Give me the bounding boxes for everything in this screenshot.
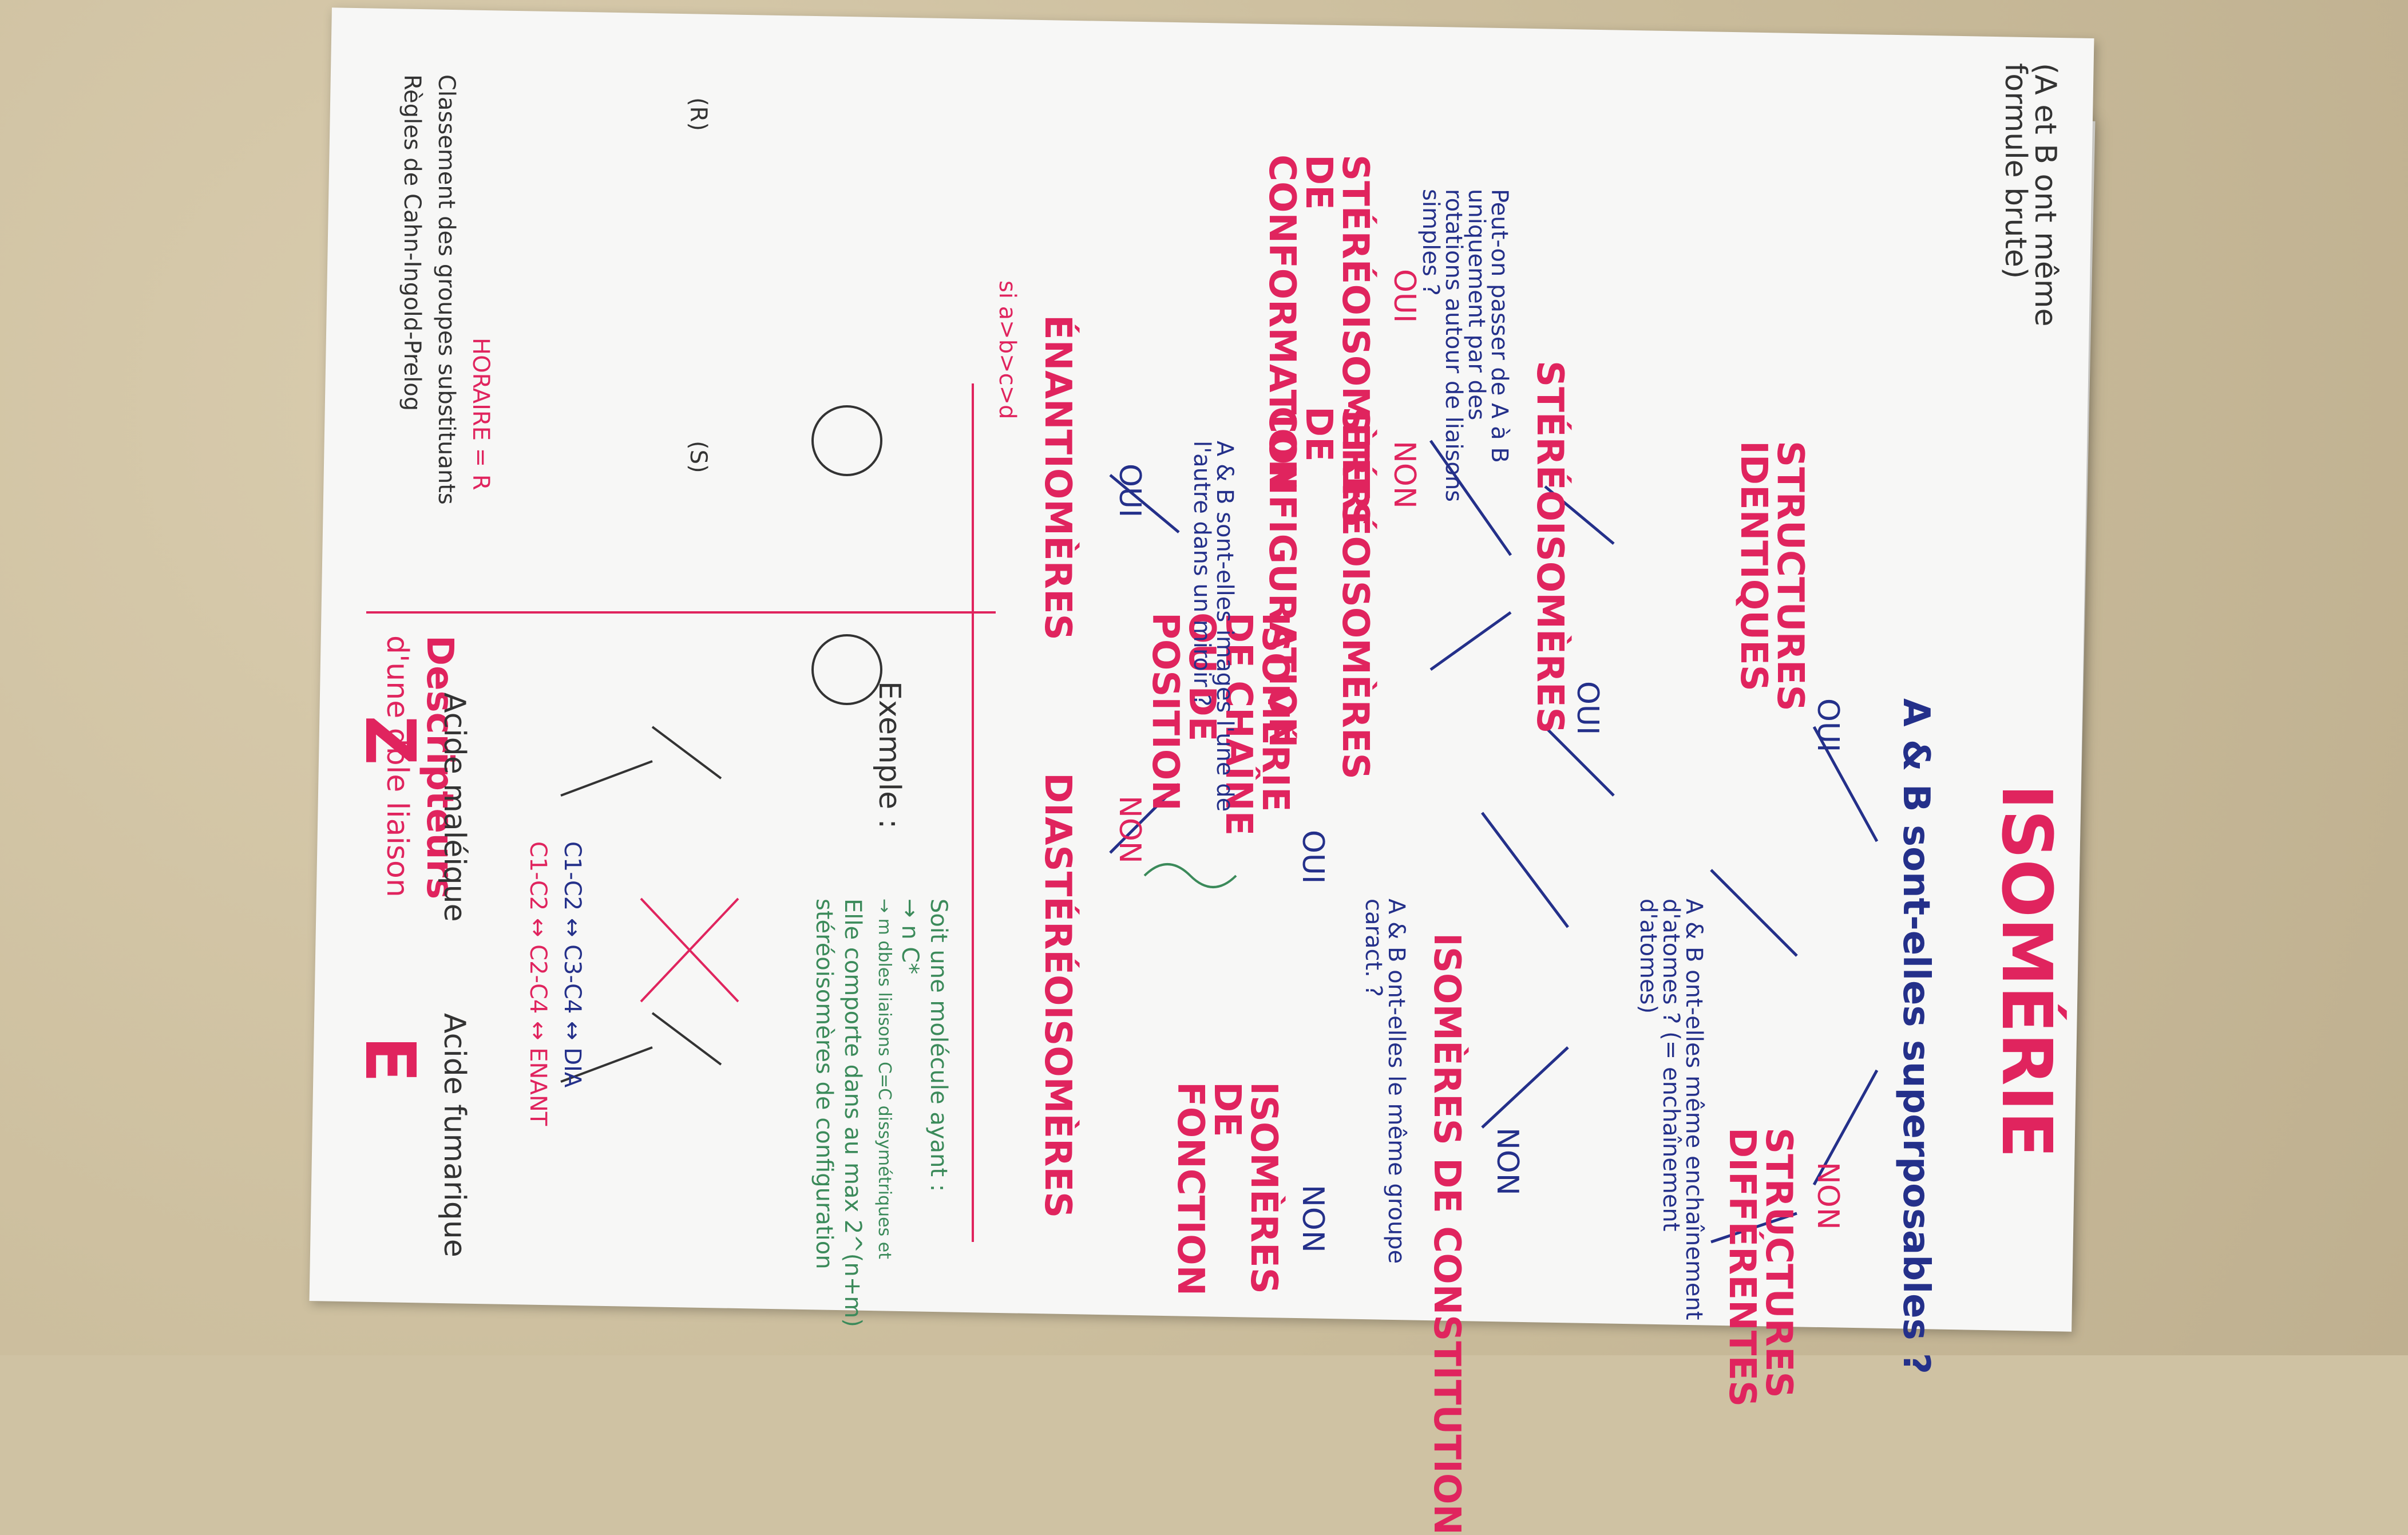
classement-note: Classement des groupes substituants [433, 74, 460, 505]
stereo-conformation: STÉRÉOISOMÈRES DE CONFORMATION [1261, 155, 1376, 528]
oui-label-3: OUI [1296, 830, 1330, 884]
enantiomeres-heading: ÉNANTIOMÈRES [1036, 315, 1079, 640]
regles-cip-note: Règles de Cahn-Ingold-Prelog [399, 74, 425, 412]
acide-maleique: Acide maléique [437, 693, 472, 922]
r-descriptor: (R) [685, 97, 711, 132]
diastereoisomeres-heading: DIASTÉRÉOISOMÈRES [1036, 773, 1079, 1218]
stereo-configuration: STÉRÉOISOMÈRES DE CONFIGURATION [1261, 406, 1376, 780]
z-descriptor: Z [350, 715, 429, 766]
green-note-2: → n C* [897, 899, 923, 975]
question-superposables: A & B sont-elles superposables ? [1895, 698, 1937, 1374]
question-miroir: A & B sont-elles images l'une de l'autre… [1189, 441, 1238, 812]
green-note-1: Soit une molécule ayant : [925, 899, 952, 1192]
example-pairs-1: C1-C2 ↔ C3-C4 ↔ DIA [559, 841, 585, 1088]
oui-label-1: OUI [1811, 698, 1845, 753]
oui-label-2: OUI [1570, 681, 1605, 735]
non-label-5: NON [1112, 796, 1147, 864]
green-note-4: Elle comporte dans au max 2^(n+m) [839, 899, 866, 1327]
example-pairs-2: C1-C2 ↔ C2-C4 ↔ ENANT [525, 841, 551, 1126]
structures-identiques: STRUCTURES IDENTIQUES [1732, 441, 1811, 711]
poster-title: ISOMÉRIE [1986, 784, 2066, 1158]
green-note-5: stéréoisomères de configuration [811, 899, 837, 1269]
green-note-3: → m dbles liaisons C=C dissymétriques et [874, 899, 894, 1259]
flowchart-lines [366, 383, 1879, 1244]
exemple-label: Exemple : [872, 681, 906, 829]
stereoisomeres-heading: STÉRÉOISOMÈRES [1528, 361, 1571, 734]
non-label-3: NON [1296, 1185, 1330, 1253]
non-label-1: NON [1811, 1162, 1845, 1230]
question-rotations: Peut-on passer de A à B uniquement par d… [1417, 189, 1512, 503]
question-groupe-caract: A & B ont-elles le même groupe caract. ? [1360, 899, 1409, 1264]
s-descriptor: (S) [685, 441, 711, 473]
question-enchainement: A & B ont-elles même enchaînement d'atom… [1635, 899, 1707, 1320]
e-descriptor: E [350, 1036, 429, 1083]
horaire-note: HORAIRE = R [468, 338, 494, 490]
isomeres-constitution: ISOMÈRES DE CONSTITUTION [1425, 933, 1468, 1535]
intro-note: (A et B ont même formule brute) [1998, 63, 2062, 327]
double-liaison-note: d'une dble liaison [380, 635, 414, 897]
oui-label-5: OUI [1112, 464, 1147, 518]
structures-differentes: STRUCTURES DIFFÉRENTES [1721, 1127, 1800, 1407]
acide-fumarique: Acide fumarique [437, 1013, 472, 1257]
si-abcd-note: si a>b>c>d [994, 280, 1020, 420]
isomeres-fonction: ISOMÈRES DE FONCTION [1169, 1082, 1285, 1296]
non-label-4: NON [1387, 441, 1421, 509]
oui-label-4: OUI [1387, 269, 1421, 323]
poster-content: ISOMÉRIE (A et B ont même formule brute)… [343, 40, 2083, 1535]
non-label-2: NON [1490, 1127, 1524, 1196]
